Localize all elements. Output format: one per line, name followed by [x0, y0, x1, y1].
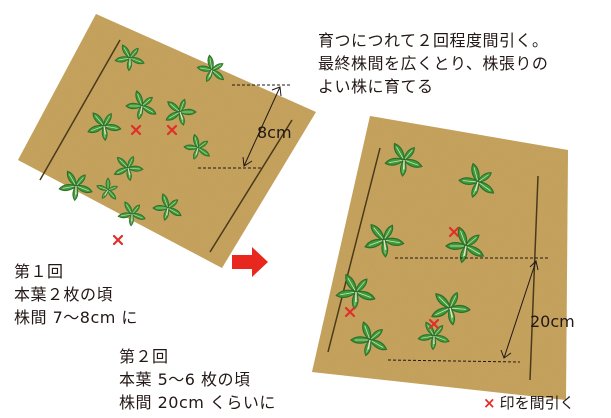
- spacing-label-20cm: 20cm: [530, 312, 575, 331]
- seedling-icon: [350, 321, 388, 357]
- seedling-icon: [364, 223, 405, 258]
- seedling-icon: [58, 170, 93, 202]
- red-cross-icon: [448, 226, 460, 238]
- stage2-title: 第２回: [119, 347, 169, 366]
- red-cross-icon: [166, 124, 178, 136]
- furrow-line: [39, 39, 121, 181]
- stage2-spacing: 株間 20cm くらいに: [119, 393, 276, 412]
- top-note-line-2: 最終株間を広くとり、株張りの: [318, 54, 549, 73]
- seedling-icon: [117, 201, 146, 227]
- stage2-leaf-count: 本葉 5〜6 枚の頃: [119, 370, 251, 389]
- seedling-icon: [113, 155, 144, 182]
- red-cross-icon: [112, 234, 124, 246]
- stage1-title: 第１回: [14, 262, 64, 281]
- soil-bed: [18, 14, 316, 268]
- red-cross-icon: [344, 306, 356, 318]
- seedling-icon: [183, 133, 211, 160]
- dimension-20cm: [387, 257, 548, 363]
- furrow-line: [529, 175, 539, 381]
- seedling-icon: [114, 44, 145, 72]
- top-note-line-3: よい株に育てる: [318, 77, 434, 96]
- dimension-8cm: [198, 84, 292, 169]
- seedling-icon: [125, 90, 157, 120]
- red-cross-icon: ×: [483, 394, 496, 412]
- seedling-icon: [196, 54, 225, 83]
- stage1-leaf-count: 本葉２枚の頃: [14, 285, 114, 304]
- spacing-label-8cm: 8cm: [257, 123, 292, 142]
- red-right-arrow-icon: [232, 247, 268, 277]
- furrow-line: [327, 147, 381, 353]
- seedling-icon: [431, 291, 471, 326]
- stage1-spacing: 株間 7〜8cm に: [14, 308, 138, 327]
- red-cross-icon: [130, 124, 142, 136]
- furrow-line: [209, 119, 293, 253]
- seedling-icon: [152, 193, 182, 221]
- red-cross-icon: [428, 318, 440, 330]
- seedling-icon: [165, 98, 197, 126]
- top-note-line-1: 育つにつれて２回程度間引く。: [318, 31, 549, 50]
- legend-text: 印を間引く: [499, 394, 575, 412]
- seedling-icon: [96, 177, 119, 200]
- seedling-icon: [384, 142, 423, 177]
- seedling-icon: [458, 162, 495, 198]
- seedbed-first-thinning: [18, 14, 316, 268]
- seedling-icon: [87, 112, 122, 142]
- thinning-legend: ×印を間引く: [483, 394, 575, 412]
